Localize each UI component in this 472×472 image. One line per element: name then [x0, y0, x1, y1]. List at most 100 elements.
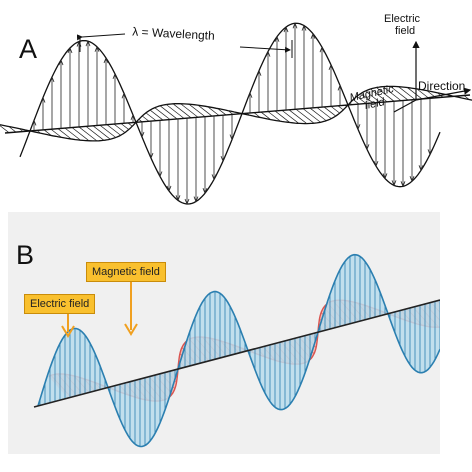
electric-vector-arrowhead [193, 196, 199, 203]
magnetic-hatch-line [180, 103, 199, 118]
magnetic-hatch-line [106, 124, 121, 136]
electric-vector-arrowhead [229, 134, 235, 141]
electric-vector-arrowhead [112, 72, 118, 80]
magnetic-hatch-line [57, 128, 72, 140]
electric-wave-outline [37, 253, 440, 448]
magnetic-hatch-line [407, 87, 423, 100]
magnetic-hatch-line [165, 104, 185, 119]
magnetic-hatch-line [142, 115, 150, 122]
electric-vector-arrowhead [301, 24, 307, 31]
electric-vector-arrowhead [49, 75, 55, 83]
wavelength-label: λ = Wavelength [132, 25, 215, 43]
magnetic-hatch-line [188, 103, 206, 117]
electric-vector-arrowhead [391, 180, 397, 187]
magnetic-hatch-line [8, 126, 17, 133]
propagation-axis-line [4, 94, 471, 134]
panel-b-svg [33, 253, 440, 448]
magnetic-hatch-line [253, 112, 261, 118]
electric-vector-arrowhead [211, 174, 217, 181]
electric-vector-arrowhead [166, 185, 172, 193]
electric-vector-arrowhead [157, 171, 163, 178]
magnetic-hatch-line [337, 105, 344, 111]
magnetic-hatch-line [267, 111, 281, 122]
electric-vector-arrowhead [148, 152, 154, 160]
electric-vector-arrowhead [400, 181, 406, 188]
magnetic-hatch-line [370, 88, 388, 103]
electric-vector-arrowhead [310, 32, 316, 39]
propagation-axis-a [4, 94, 471, 134]
electric-vector-arrowhead [427, 149, 433, 156]
magnetic-hatch-line [302, 108, 321, 123]
magnetic-hatch-line [64, 127, 81, 141]
electric-vector-arrowhead [364, 144, 370, 151]
propagation-axis-line [33, 299, 440, 408]
magnetic-field-callout: Magnetic field [86, 262, 166, 282]
electric-vector-arrowhead [274, 35, 280, 42]
magnetic-hatch-line [356, 96, 367, 104]
electric-vector-arrowhead [184, 198, 190, 206]
magnetic-hatch-line [78, 126, 98, 142]
electric-vector-arrowhead [247, 91, 253, 98]
panel-b-label: B [16, 240, 35, 270]
magnetic-hatch-line [50, 128, 62, 138]
electric-vector-arrowhead [283, 26, 289, 33]
panel-a-wave-diagram: λ = Wavelength Electric field Magnetic f… [0, 0, 472, 212]
electric-vector-arrowhead [40, 96, 46, 103]
magnetic-hatch-line [416, 88, 430, 99]
magnetic-hatch-line [197, 104, 213, 117]
electric-vector-arrowhead [382, 173, 388, 180]
electric-vector-arrowhead [292, 22, 298, 29]
magnetic-hatch-line [330, 106, 340, 114]
electric-vector-arrowhead [139, 131, 145, 139]
electric-vector-arrowhead [220, 155, 226, 163]
electric-vector-arrowhead [31, 119, 37, 126]
electric-vector-arrowhead [67, 46, 73, 54]
magnetic-hatch-line [0, 125, 10, 133]
panel-b-wave-diagram: B Magnetic field Electric field [8, 212, 440, 454]
electric-vector-arrowhead [103, 56, 109, 64]
electric-wave-a [19, 22, 441, 206]
electric-vector-arrowhead [328, 63, 334, 70]
magnetic-hatch-line [323, 106, 336, 117]
electric-wave-fill [38, 254, 440, 447]
electric-wave-b [37, 253, 440, 448]
magnetic-hatch-line [274, 110, 291, 123]
magnetic-hatch-line [295, 108, 315, 124]
wavelength-marker: λ = Wavelength [76, 25, 293, 58]
magnetic-hatch-line [217, 108, 227, 116]
electric-vector-arrowhead [202, 188, 208, 195]
electric-axis-label-1: Electric [384, 13, 421, 25]
magnetic-hatch-line [43, 129, 52, 136]
electric-wave-outline [19, 22, 441, 205]
magnetic-hatch-line [154, 107, 171, 120]
magnetic-hatch-line [99, 124, 116, 138]
magnetic-hatch-line [390, 86, 409, 101]
electric-vector-arrowhead [58, 58, 64, 66]
magnetic-hatch-line [360, 93, 374, 104]
magnetic-hatch-line [159, 105, 178, 120]
electric-vector-arrowhead [175, 195, 181, 202]
axis-triad: Electric field Magnetic field Direction [349, 13, 472, 113]
magnetic-hatch-line [398, 86, 416, 100]
electric-vector-arrowhead [319, 46, 325, 53]
electric-vector-arrowhead [94, 45, 100, 52]
magnetic-hatch-line [260, 111, 271, 120]
electric-vector-arrowhead [409, 176, 415, 183]
magnetic-hatch-line [365, 90, 381, 103]
magnetic-hatch-line [288, 109, 307, 124]
magnetic-hatch-line [92, 125, 111, 140]
magnetic-hatch-line [145, 112, 157, 121]
electric-vector-arrowhead [373, 160, 379, 168]
magnetic-hatch-line [376, 87, 395, 102]
electric-vector-arrowhead [121, 92, 127, 99]
electric-field-callout: Electric field [24, 294, 96, 314]
panel-a-svg: λ = Wavelength Electric field Magnetic f… [0, 13, 472, 206]
magnetic-hatch-line [281, 110, 299, 124]
magnetic-hatch-line [463, 95, 470, 100]
electric-vector-arrowhead [130, 113, 136, 121]
magnetic-hatch-line [316, 107, 332, 119]
magnetic-hatch-line [353, 99, 360, 105]
electric-vector-arrowhead [256, 69, 262, 76]
electric-vector-arrowhead [418, 165, 424, 172]
panel-a-label: A [19, 34, 38, 64]
